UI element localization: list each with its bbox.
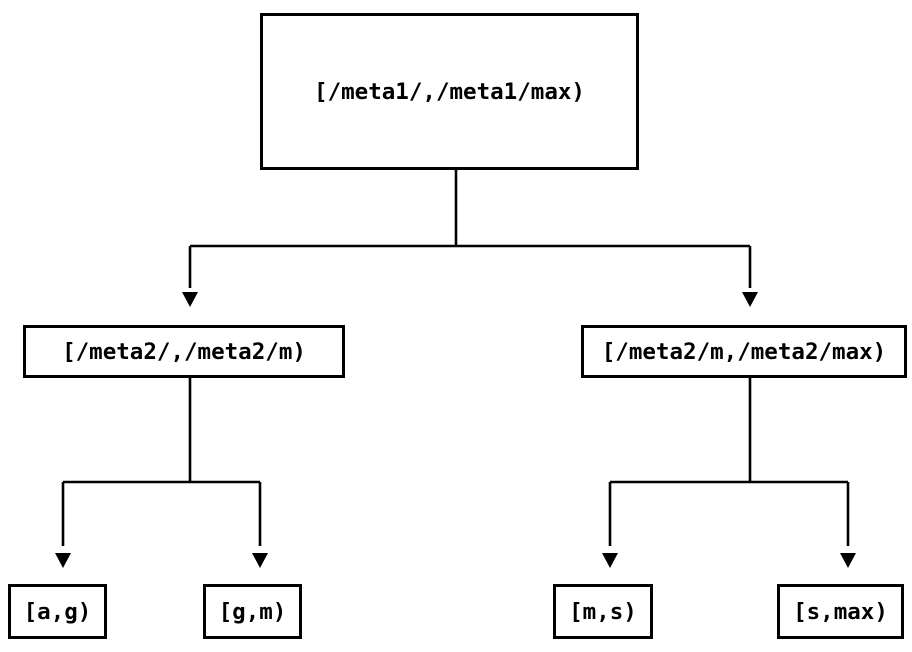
- arrowhead-down-icon: [182, 292, 198, 307]
- tree-node-left: [/meta2/,/meta2/m): [23, 325, 345, 378]
- tree-node-left-left-label: [a,g): [23, 598, 92, 625]
- tree-node-right-label: [/meta2/m,/meta2/max): [601, 338, 887, 365]
- tree-node-right-left-label: [m,s): [569, 598, 637, 625]
- arrowhead-down-icon: [55, 553, 71, 568]
- tree-node-left-left: [a,g): [8, 584, 107, 639]
- tree-node-right: [/meta2/m,/meta2/max): [581, 325, 907, 378]
- tree-node-root: [/meta1/,/meta1/max): [260, 13, 639, 170]
- edge-right-split: [602, 378, 856, 568]
- arrowhead-down-icon: [742, 292, 758, 307]
- tree-node-right-left: [m,s): [553, 584, 653, 639]
- arrowhead-down-icon: [840, 553, 856, 568]
- edge-left-split: [55, 378, 268, 568]
- edge-root-split: [182, 170, 758, 307]
- arrowhead-down-icon: [252, 553, 268, 568]
- arrowhead-down-icon: [602, 553, 618, 568]
- tree-node-root-label: [/meta1/,/meta1/max): [314, 78, 585, 105]
- tree-node-left-right-label: [g,m): [218, 598, 287, 625]
- tree-node-right-right-label: [s,max): [793, 598, 888, 625]
- tree-node-left-right: [g,m): [203, 584, 302, 639]
- tree-node-right-right: [s,max): [777, 584, 904, 639]
- tree-node-left-label: [/meta2/,/meta2/m): [62, 338, 306, 365]
